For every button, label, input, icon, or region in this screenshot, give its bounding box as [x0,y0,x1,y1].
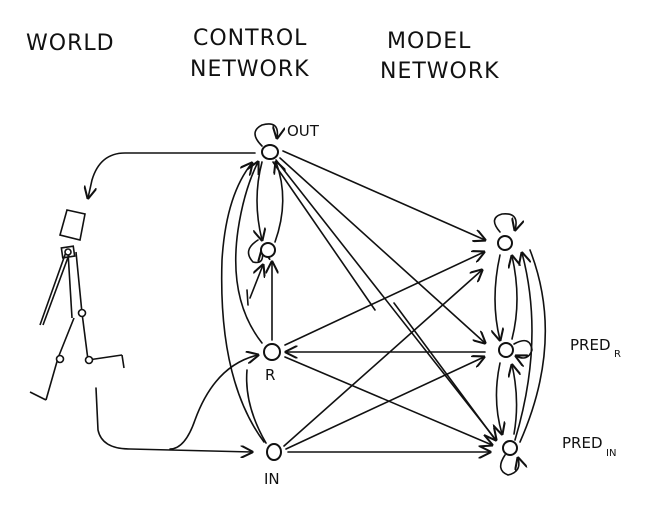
node-pred-in [502,440,518,456]
robot-shin-right [87,354,123,361]
self-loop-hidden [247,239,263,264]
node-hidden [260,242,276,258]
label-pred-in-sub: IN [606,448,616,459]
robot-joint-knee-right [84,355,94,365]
edge-r-to-out-curve [234,162,263,344]
label-r: R [265,366,275,384]
robot-head [59,209,86,241]
edge-pred-in-to-pred-r [512,365,517,435]
label-out: OUT [287,122,320,140]
label-in: IN [264,470,280,488]
edge-out-to-r-line [246,289,249,306]
heading-control-line2: NETWORK [190,57,310,82]
robot-thigh-left [57,317,75,359]
edge-out-to-in-long [272,161,376,311]
robot-thigh-right [81,312,89,361]
edge-in-to-out-curve [220,163,265,443]
heading-model-line1: MODEL [387,29,471,54]
heading-control-line1: CONTROL [193,26,307,51]
node-pred-r [498,342,514,358]
edge-out-to-m-top [282,150,485,240]
node-r [263,343,281,361]
edge-in-to-r-curve [245,369,267,444]
label-pred-r-sub: R [614,349,621,360]
robot-joint-shoulder [64,248,72,256]
self-loop-m-top [493,213,516,232]
robot-shin-left [45,357,59,401]
edge-out-to-world [88,152,256,198]
self-loop-out [254,123,277,147]
self-loop-pred-in [499,454,519,476]
robot-foot-left [29,391,47,401]
robot-torso-edge [75,251,83,314]
edge-world-to-in [95,387,252,452]
edge-m-top-to-pred-r [495,254,500,340]
node-model-top [497,235,513,251]
node-in [266,443,282,461]
label-pred-r: PRED [570,336,611,354]
edge-in-to-m-top [283,270,482,447]
heading-world: WORLD [26,31,115,56]
robot-arm [42,251,71,326]
robot-arm-edge [39,251,67,326]
edge-pred-in-to-m-top-outer [514,253,533,441]
node-out [261,144,279,160]
edge-r-to-hidden [249,265,263,299]
edge-out-to-pred-in [275,159,496,440]
self-loop-pred-r [514,339,533,358]
edge-crossing-long [393,302,495,439]
robot-foot-right [121,354,125,369]
heading-model-line2: NETWORK [380,59,500,84]
edge-in-to-pred-r [285,357,484,450]
edge-out-to-pred-r [279,157,485,343]
edge-pred-in-to-m-top-outer2 [519,249,547,443]
edge-world-to-r [169,355,258,450]
edge-pred-r-to-m-top [512,256,517,340]
robot-joint-knee-left [55,354,65,364]
robot-joint-hip [77,308,87,318]
edge-pred-r-to-pred-in [496,362,502,434]
robot-figure [29,209,125,401]
edge-r-to-m-top [284,252,484,346]
label-pred-in: PRED [562,434,603,452]
robot-torso [67,251,73,319]
edge-out-to-hidden-left [257,161,262,240]
